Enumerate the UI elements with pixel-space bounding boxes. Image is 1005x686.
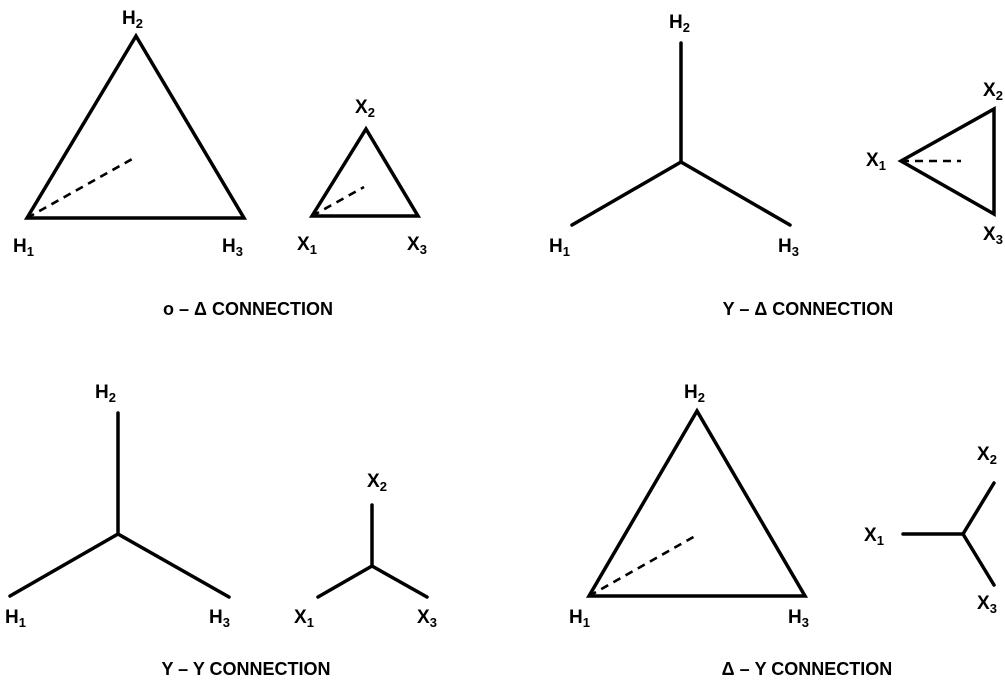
wye-arm-h3 (116, 532, 231, 599)
node-label-x2: X2 (983, 80, 1003, 103)
node-label-x1: X1 (864, 525, 884, 548)
secondary-delta-triangle (308, 125, 422, 218)
secondary-delta-triangle (897, 106, 996, 218)
caption-wye-delta: Y – Δ CONNECTION (723, 299, 894, 319)
wye-arm-x2 (961, 481, 996, 536)
panel-delta-delta: H2 H1 H3 X2 X1 X3 o – Δ CONNECTION (13, 8, 427, 319)
primary-delta-triangle (585, 407, 809, 598)
node-label-h2: H2 (669, 12, 690, 35)
node-label-x2: X2 (355, 97, 375, 120)
panel-delta-wye: H2 H1 H3 X2 X1 X3 Δ – Y CONNECTION (569, 382, 997, 679)
wye-arm-x3 (961, 532, 996, 587)
primary-phase-reference-line (26, 156, 135, 220)
wye-arm-h1 (570, 160, 683, 227)
node-label-x3: X3 (417, 607, 437, 630)
node-label-x1: X1 (866, 150, 886, 173)
caption-wye-wye: Y – Y CONNECTION (161, 659, 330, 679)
wye-arm-x3 (370, 564, 429, 599)
primary-delta-triangle (23, 32, 248, 220)
node-label-h3: H3 (788, 607, 809, 630)
node-label-h2: H2 (122, 8, 143, 31)
panel-wye-delta: H2 H1 H3 X2 X1 X3 Y – Δ CONNECTION (549, 12, 1003, 319)
node-label-h3: H3 (222, 236, 243, 259)
primary-phase-reference-line (588, 533, 698, 598)
node-label-h1: H1 (5, 607, 26, 630)
node-label-h3: H3 (778, 236, 799, 259)
node-label-x3: X3 (983, 224, 1003, 247)
secondary-delta-winding: X2 X1 X3 (866, 80, 1003, 247)
secondary-wye-winding: X2 X1 X3 (864, 444, 997, 616)
secondary-phase-reference-line (311, 185, 365, 218)
secondary-wye-winding: X2 X1 X3 (294, 471, 437, 630)
node-label-x3: X3 (407, 234, 427, 257)
caption-delta-wye: Δ – Y CONNECTION (722, 659, 893, 679)
primary-delta-winding: H2 H1 H3 (569, 382, 809, 630)
wye-arm-h3 (679, 160, 792, 227)
node-label-x3: X3 (977, 593, 997, 616)
node-label-h2: H2 (95, 382, 116, 405)
node-label-x1: X1 (294, 607, 314, 630)
primary-wye-winding: H2 H1 H3 (5, 382, 231, 630)
primary-delta-winding: H2 H1 H3 (13, 8, 248, 259)
wye-arm-x1 (316, 564, 374, 599)
panel-wye-wye: H2 H1 H3 X2 X1 X3 Y – Y CONNECTION (5, 382, 437, 679)
node-label-x2: X2 (977, 444, 997, 467)
wye-arm-h1 (8, 532, 120, 598)
primary-wye-winding: H2 H1 H3 (549, 12, 799, 259)
caption-delta-delta: o – Δ CONNECTION (163, 299, 333, 319)
secondary-delta-winding: X2 X1 X3 (297, 97, 427, 257)
node-label-h1: H1 (569, 607, 590, 630)
node-label-x2: X2 (367, 471, 387, 494)
node-label-h3: H3 (209, 607, 230, 630)
node-label-x1: X1 (297, 234, 317, 257)
node-label-h1: H1 (13, 236, 34, 259)
node-label-h1: H1 (549, 236, 570, 259)
node-label-h2: H2 (684, 382, 705, 405)
